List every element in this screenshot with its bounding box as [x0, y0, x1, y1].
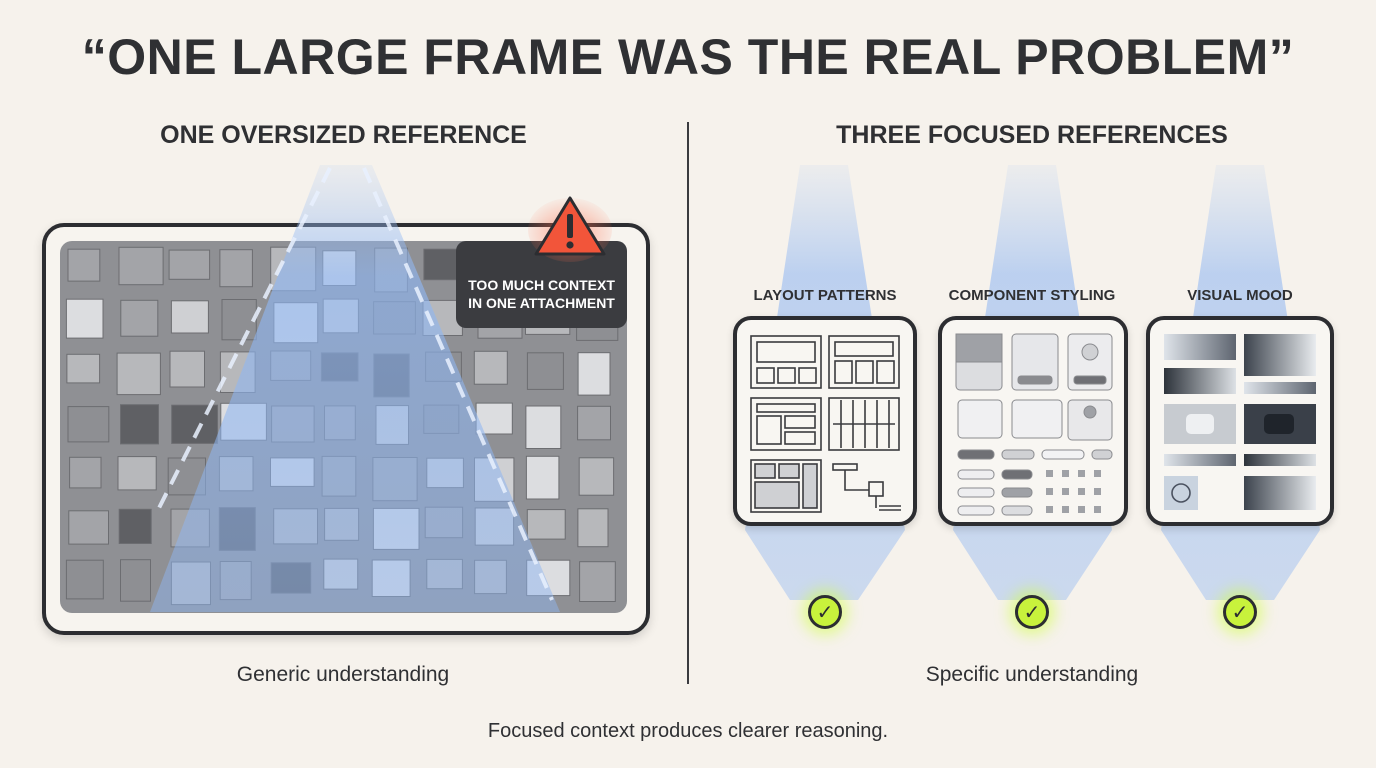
thumbnail-tile [120, 299, 159, 337]
thumbnail-tile [218, 456, 254, 492]
card-label-mood: VISUAL MOOD [1187, 287, 1293, 304]
thumbnail-tile [372, 457, 418, 502]
component-samples [955, 333, 1113, 516]
thumbnail-tile [526, 352, 564, 390]
warning-line-1: TOO MUCH CONTEXT [468, 277, 615, 293]
thumbnail-tile [66, 353, 101, 384]
thumbnail-tile [424, 506, 464, 539]
thumbnail-tile [270, 350, 312, 381]
thumbnail-tile [67, 406, 110, 443]
card-layout-patterns [733, 316, 917, 526]
thumbnail-tile [120, 559, 151, 602]
thumbnail-tile [65, 559, 104, 600]
thumbnail-tile [116, 352, 161, 396]
thumbnail-tile [426, 558, 463, 590]
thumbnail-tile [577, 508, 609, 548]
left-heading: ONE OVERSIZED REFERENCE [160, 121, 527, 149]
thumbnail-tile [578, 457, 615, 496]
card-label-component: COMPONENT STYLING [948, 287, 1116, 304]
thumbnail-tile [372, 507, 420, 550]
thumbnail-tile [273, 508, 318, 545]
thumbnail-tile [577, 352, 611, 396]
thumbnail-tile [167, 457, 206, 496]
thumbnail-tile [270, 457, 315, 487]
right-caption: Specific understanding [925, 663, 1139, 686]
thumbnail-tile [219, 249, 253, 288]
thumbnail-tile [577, 405, 611, 441]
thumbnail-tile [324, 507, 360, 541]
thumbnail-tile [475, 402, 513, 435]
check-icon: ✓ [1015, 595, 1049, 629]
thumbnail-tile [220, 402, 267, 441]
thumbnail-tile [117, 456, 157, 491]
thumbnail-tile [474, 559, 507, 595]
thumbnail-tile [270, 246, 317, 292]
thumbnail-tile [474, 507, 515, 546]
thumbnail-tile [273, 302, 319, 344]
thumbnail-tile [322, 298, 359, 334]
left-caption: Generic understanding [236, 663, 450, 686]
thumbnail-tile [525, 405, 562, 449]
thumbnail-tile [170, 508, 210, 548]
warning-line-2: IN ONE ATTACHMENT [468, 295, 615, 311]
thumbnail-tile [374, 247, 408, 293]
warning-icon [528, 196, 612, 262]
thumbnail-tile [118, 246, 164, 286]
thumbnail-tile [69, 456, 102, 489]
thumbnail-tile [120, 404, 159, 445]
thumbnail-tile [579, 561, 616, 603]
center-divider [687, 122, 689, 684]
check-icon: ✓ [808, 595, 842, 629]
thumbnail-tile [473, 350, 508, 385]
thumbnail-tile [324, 405, 356, 441]
thumbnail-tile [118, 508, 152, 544]
thumbnail-tile [423, 248, 460, 281]
thumbnail-tile [170, 561, 211, 606]
thumbnail-tile [474, 457, 515, 502]
thumbnail-tile [423, 404, 460, 434]
thumbnail-tile [320, 352, 359, 382]
thumbnail-tile [322, 250, 357, 287]
thumbnail-tile [525, 455, 560, 500]
check-icon: ✓ [1223, 595, 1257, 629]
thumbnail-tile [526, 559, 571, 597]
right-heading: THREE FOCUSED REFERENCES [836, 121, 1228, 149]
thumbnail-tile [221, 299, 257, 341]
thumbnail-tile [526, 509, 566, 540]
card-label-layout: LAYOUT PATTERNS [753, 287, 897, 304]
thumbnail-tile [168, 249, 211, 280]
thumbnail-tile [270, 562, 312, 594]
layout-wireframes [750, 335, 901, 513]
thumbnail-tile [65, 298, 104, 339]
thumbnail-tile [373, 301, 416, 335]
mood-swatches [1164, 334, 1316, 510]
thumbnail-tile [321, 455, 357, 497]
thumbnail-tile [426, 457, 464, 489]
thumbnail-tile [219, 351, 256, 393]
thumbnail-tile [218, 507, 256, 551]
footer-note: Focused context produces clearer reasoni… [487, 720, 889, 742]
thumbnail-tile [170, 300, 209, 334]
thumbnail-tile [425, 351, 462, 382]
thumbnail-tile [375, 405, 409, 445]
card-component-styling [938, 316, 1128, 526]
thumbnail-tile [171, 404, 218, 444]
thumbnail-tile [271, 405, 315, 443]
thumbnail-tile [169, 350, 205, 388]
thumbnail-tile [323, 558, 359, 590]
thumbnail-tile [67, 248, 101, 282]
thumbnail-tile [68, 510, 110, 545]
card-visual-mood [1146, 316, 1334, 526]
thumbnail-tile [371, 559, 411, 597]
thumbnail-tile [219, 561, 252, 601]
page-title: “ONE LARGE FRAME WAS THE REAL PROBLEM” [81, 29, 1295, 85]
thumbnail-tile [373, 353, 410, 398]
